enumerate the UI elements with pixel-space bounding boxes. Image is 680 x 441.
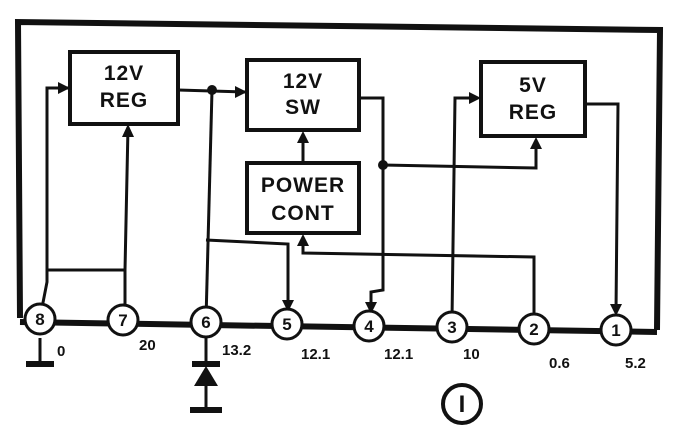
block-5v-reg-line2: REG [509,101,558,124]
block-12v-reg-line2: REG [100,89,149,112]
wire-5v-reg-to-pin1 [585,102,620,313]
pin-3-number: 3 [447,318,456,337]
pin-1-number: 1 [611,321,620,340]
wire-12v-sw-to-pin4 [359,96,385,310]
wire-junction-to-pin6 [204,89,214,321]
zener-diode [190,338,222,413]
arrow-12v-reg-bottom [122,124,134,137]
figure-label: I [441,383,483,425]
pin-4: 4 [352,309,386,343]
arrow-12v-reg-in [58,82,70,94]
pin-6: 6 [189,305,223,339]
arrow-sw-bottom [297,131,309,143]
pin-4-voltage: 12.1 [384,346,413,363]
pin-2-voltage: 0.6 [549,355,570,372]
pin-1: 1 [599,313,633,347]
block-5v-reg: 5V REG [479,60,587,138]
block-power-cont: POWER CONT [245,161,361,235]
wire-pin8-to-12v-reg [38,86,68,319]
pin-5-number: 5 [282,315,291,334]
pin-6-number: 6 [201,313,210,332]
wire-pin2-to-power [301,237,536,322]
pin-7-voltage: 20 [139,337,156,354]
pin-8-voltage: 0 [57,343,65,360]
wire-junction-to-5v-reg [382,140,538,170]
arrow-pin5 [282,300,294,312]
pin-5-voltage: 12.1 [301,346,330,363]
pin-7: 7 [106,303,140,337]
block-power-cont-line2: CONT [271,202,335,225]
arrow-12v-sw-in [235,86,247,98]
ground-symbol [26,338,54,367]
block-12v-sw-line2: SW [285,96,321,119]
block-12v-sw: 12V SW [245,58,361,132]
pin-8-number: 8 [35,310,44,329]
block-power-cont-line1: POWER [261,174,345,197]
wire-pin5-branch [205,238,290,308]
arrow-pin1 [610,304,622,316]
block-5v-reg-line1: 5V [519,74,547,97]
block-12v-reg-line1: 12V [104,62,144,85]
block-12v-reg: 12V REG [68,50,180,126]
pin-5: 5 [270,307,304,341]
pin-4-number: 4 [364,317,374,336]
package-outline [14,18,664,331]
pin-2-number: 2 [529,320,538,339]
pin-3: 3 [435,310,469,344]
wire-pin7-to-12v-reg [47,126,130,322]
block-12v-sw-line1: 12V [283,70,323,93]
arrow-power-bottom [297,234,309,246]
pin-3-voltage: 10 [463,346,480,363]
pin-7-number: 7 [118,311,127,330]
figure-label-text: I [459,391,466,418]
arrow-5v-reg-bottom [530,137,542,149]
wire-pin3-to-5v-reg [450,96,478,321]
arrow-5v-reg-in [469,92,481,104]
arrow-pin4 [365,302,377,314]
pin-2: 2 [517,312,551,346]
pin-8: 8 [23,302,57,336]
pin-1-voltage: 5.2 [625,355,646,372]
pin-6-voltage: 13.2 [222,342,251,359]
